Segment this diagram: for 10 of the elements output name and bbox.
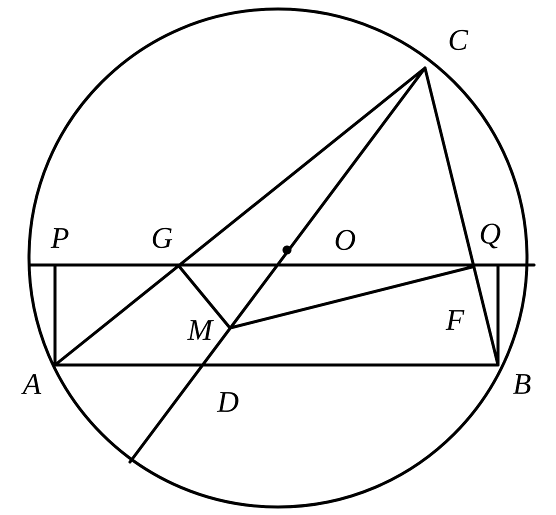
point-label: D — [216, 392, 238, 412]
point-label: C — [450, 30, 468, 50]
point-label: G — [152, 228, 172, 248]
point-label: F — [446, 310, 464, 330]
point-label: P — [50, 228, 68, 248]
point-label: Q — [480, 224, 500, 248]
point-label: O — [336, 230, 356, 250]
point-label: A — [21, 374, 42, 394]
point-label: M — [187, 320, 214, 340]
point-label: B — [513, 374, 531, 394]
